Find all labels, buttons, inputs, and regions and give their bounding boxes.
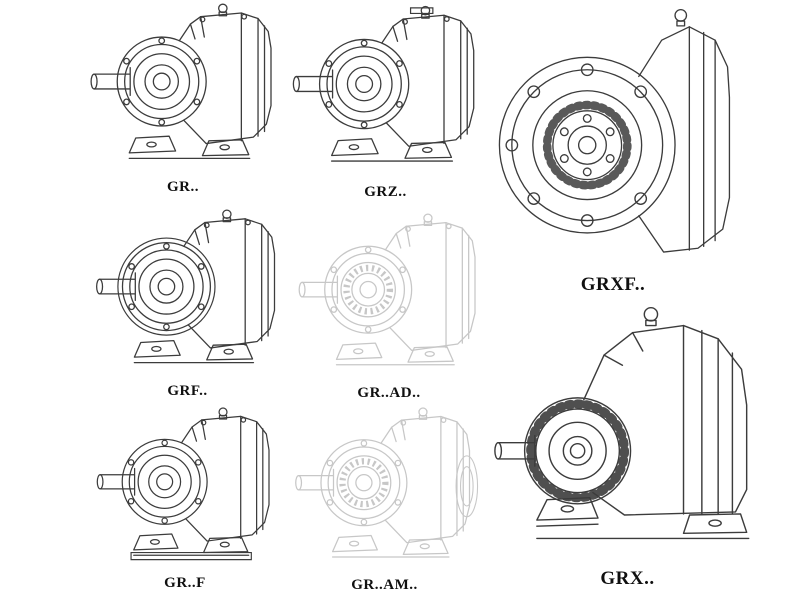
figure-grad: GR..AD.. [284, 210, 494, 406]
figure-label-grff: GR..F [164, 575, 206, 591]
figure-label-gr: GR.. [167, 179, 199, 195]
gearbox-drawing-grff [80, 404, 290, 561]
figure-label-grxf: GRXF.. [580, 274, 646, 295]
figure-grf: GRF.. [80, 206, 295, 404]
gearbox-drawing-grad [284, 210, 494, 382]
figure-gram: GR..AM.. [282, 404, 487, 598]
figure-grz: GRZ.. [288, 0, 483, 205]
gearbox-drawing-gr [78, 0, 288, 176]
figure-label-gram: GR..AM.. [351, 577, 418, 593]
figure-label-grx: GRX.. [600, 568, 655, 589]
figure-grff: GR..F [80, 404, 290, 596]
figure-grx: GRX.. [490, 298, 765, 592]
gearbox-drawing-gram [282, 404, 479, 574]
gearbox-drawing-grx [490, 298, 765, 568]
figure-label-grf: GRF.. [167, 383, 208, 399]
figure-gr: GR.. [78, 0, 288, 200]
gearbox-drawing-grf [80, 206, 295, 380]
figure-label-grz: GRZ.. [364, 184, 407, 200]
figure-label-grad: GR..AD.. [357, 385, 421, 401]
gearbox-drawing-grxf [488, 2, 738, 274]
gearbox-drawing-grz [288, 0, 483, 181]
figure-grxf: GRXF.. [488, 2, 738, 298]
